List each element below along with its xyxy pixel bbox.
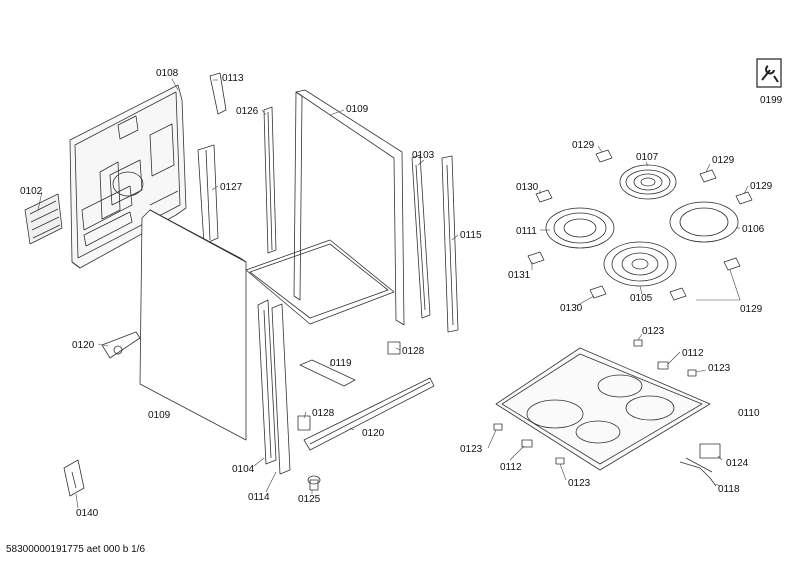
heating-element-0105-drawing: [603, 241, 677, 287]
label-0129-far-right[interactable]: 0129: [750, 181, 773, 192]
label-0119[interactable]: 0119: [330, 358, 352, 369]
foot-0125-drawing: [307, 475, 321, 491]
label-0108[interactable]: 0108: [156, 68, 179, 79]
label-0109-side[interactable]: 0109: [148, 410, 171, 421]
terminal-0124-drawing: [699, 443, 721, 459]
label-0126[interactable]: 0126: [236, 106, 259, 117]
part-labels: 0108 0113 0126 0109 0102 0127 0103 0115 …: [20, 68, 773, 519]
label-0130-upper[interactable]: 0130: [516, 182, 539, 193]
cooktop-0110-drawing: [495, 347, 711, 471]
label-0110[interactable]: 0110: [738, 408, 760, 419]
label-0125[interactable]: 0125: [298, 494, 321, 505]
rail-0120-left-drawing: [101, 331, 141, 359]
rail-0126-drawing: [263, 106, 277, 254]
label-0129-right[interactable]: 0129: [712, 155, 735, 166]
rail-0119-drawing: [299, 359, 356, 387]
label-0123-top[interactable]: 0123: [642, 326, 665, 337]
label-0102[interactable]: 0102: [20, 186, 43, 197]
door-strip-0104-drawing: [257, 299, 277, 465]
label-0107[interactable]: 0107: [636, 152, 659, 163]
clip-0128-b-drawing: [297, 415, 311, 431]
label-0113[interactable]: 0113: [222, 73, 244, 84]
label-0112-bottom[interactable]: 0112: [500, 462, 522, 473]
label-0114[interactable]: 0114: [248, 492, 270, 503]
label-0120[interactable]: 0120: [72, 340, 95, 351]
label-0103[interactable]: 0103: [412, 150, 435, 161]
door-strip-0114-drawing: [271, 303, 291, 475]
label-0124[interactable]: 0124: [726, 458, 749, 469]
label-0112-top[interactable]: 0112: [682, 348, 704, 359]
strip-0115-drawing: [441, 155, 459, 333]
bracket-0140-drawing: [63, 459, 85, 497]
label-0120-lower[interactable]: 0120: [362, 428, 385, 439]
label-0129-bottom[interactable]: 0129: [740, 304, 763, 315]
label-0131[interactable]: 0131: [508, 270, 531, 281]
label-0199[interactable]: 0199: [760, 95, 783, 106]
side-panel-drawing: [139, 209, 247, 441]
heating-element-0107-drawing: [619, 164, 677, 200]
leader-lines: [37, 78, 749, 509]
clip-0128-a-drawing: [387, 341, 401, 355]
heating-element-0111-drawing: [545, 207, 615, 249]
label-0130-lower[interactable]: 0130: [560, 303, 583, 314]
clips-hob-drawing: [527, 149, 753, 301]
frame-0109-drawing: [245, 89, 405, 326]
grille-drawing: [24, 193, 63, 245]
bracket-0113-drawing: [209, 72, 227, 115]
strip-0103-drawing: [411, 154, 431, 319]
label-0105[interactable]: 0105: [630, 293, 653, 304]
service-tool-icon[interactable]: [756, 58, 782, 88]
cable-0118-drawing: [679, 457, 717, 487]
label-0128[interactable]: 0128: [402, 346, 425, 357]
label-0128-lower[interactable]: 0128: [312, 408, 335, 419]
label-0104[interactable]: 0104: [232, 464, 255, 475]
label-0115[interactable]: 0115: [460, 230, 482, 241]
label-0109[interactable]: 0109: [346, 104, 369, 115]
heating-element-0106-drawing: [669, 201, 739, 243]
label-0123-bottom[interactable]: 0123: [568, 478, 591, 489]
label-0123-left[interactable]: 0123: [460, 444, 483, 455]
label-0118[interactable]: 0118: [718, 484, 740, 495]
label-0111[interactable]: 0111: [516, 226, 537, 237]
label-0127[interactable]: 0127: [220, 182, 243, 193]
document-id: 58300000191775 aet 000 b 1/6: [6, 544, 146, 555]
label-0106[interactable]: 0106: [742, 224, 765, 235]
label-0129-top[interactable]: 0129: [572, 140, 595, 151]
rail-0120-right-drawing: [303, 377, 435, 451]
rail-0127-drawing: [197, 144, 219, 245]
label-0140[interactable]: 0140: [76, 508, 99, 519]
label-0123-right[interactable]: 0123: [708, 363, 731, 374]
